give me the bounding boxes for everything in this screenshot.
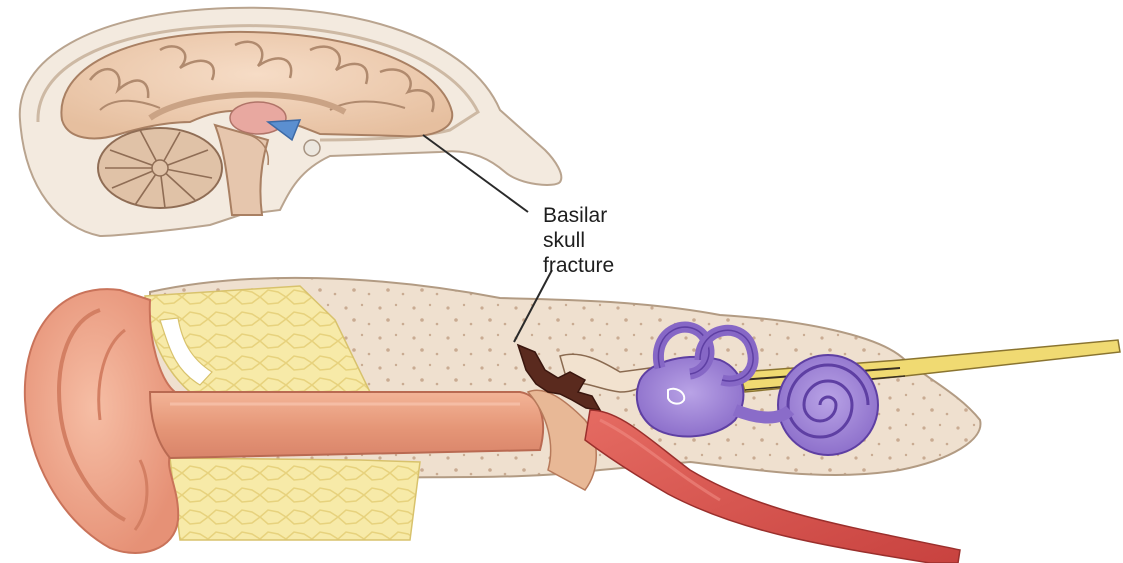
ear-canal <box>150 392 543 458</box>
cerebellum-brainstem <box>98 125 268 215</box>
label-line-1: Basilar <box>543 203 614 228</box>
label-line-2: skull <box>543 228 614 253</box>
basilar-skull-fracture-label: Basilar skull fracture <box>543 203 614 278</box>
label-line-3: fracture <box>543 253 614 278</box>
